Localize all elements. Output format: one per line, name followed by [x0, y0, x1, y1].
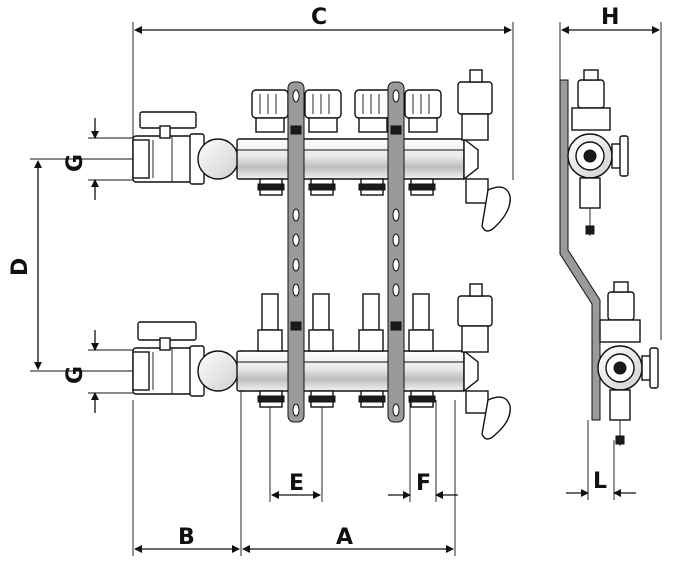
upper-manifold: [132, 69, 511, 232]
label-c: C: [311, 5, 327, 30]
label-a: A: [336, 525, 353, 550]
label-g-bottom: G: [63, 366, 88, 384]
side-view: [559, 69, 659, 446]
label-f: F: [416, 471, 431, 496]
dimension-lines: [30, 22, 662, 556]
upper-outlets: [257, 178, 436, 196]
label-h: H: [601, 5, 619, 30]
label-e: E: [289, 471, 304, 496]
label-b: B: [178, 525, 195, 550]
upper-valve-heads: [251, 89, 442, 133]
lower-outlets: [257, 390, 436, 408]
label-g-top: G: [63, 154, 88, 172]
label-l: L: [593, 469, 607, 494]
dimension-labels: C H G G D E F L A B: [8, 5, 619, 550]
label-d: D: [8, 258, 33, 276]
lower-flowmeters: [257, 293, 434, 352]
mounting-brackets: [287, 81, 405, 423]
